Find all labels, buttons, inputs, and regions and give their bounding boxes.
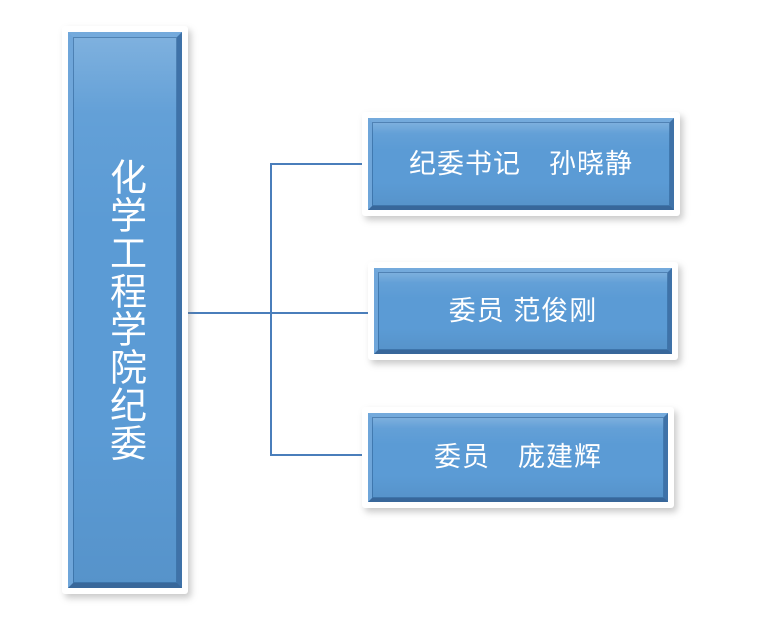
connector-root-stem	[182, 312, 273, 314]
org-node-child-3[interactable]: 委员 庞建辉	[362, 407, 674, 508]
org-node-child-1-label: 纪委书记 孙晓静	[409, 148, 633, 179]
org-node-child-2[interactable]: 委员 范俊刚	[368, 262, 678, 360]
org-node-root-label: 化学工程学院纪委	[104, 158, 146, 462]
org-node-child-2-label: 委员 范俊刚	[448, 295, 598, 326]
connector-branch-1	[270, 163, 372, 165]
connector-branch-3	[270, 454, 368, 456]
org-node-child-1-surface: 纪委书记 孙晓静	[368, 118, 674, 210]
org-node-child-3-surface: 委员 庞建辉	[368, 413, 668, 502]
org-node-child-1[interactable]: 纪委书记 孙晓静	[362, 112, 680, 216]
org-node-child-3-label: 委员 庞建辉	[434, 442, 602, 473]
org-node-root-surface: 化学工程学院纪委	[68, 32, 182, 588]
org-node-root[interactable]: 化学工程学院纪委	[62, 26, 188, 594]
connector-branch-2	[270, 312, 372, 314]
connector-trunk	[270, 163, 272, 456]
org-node-child-2-surface: 委员 范俊刚	[374, 268, 672, 354]
